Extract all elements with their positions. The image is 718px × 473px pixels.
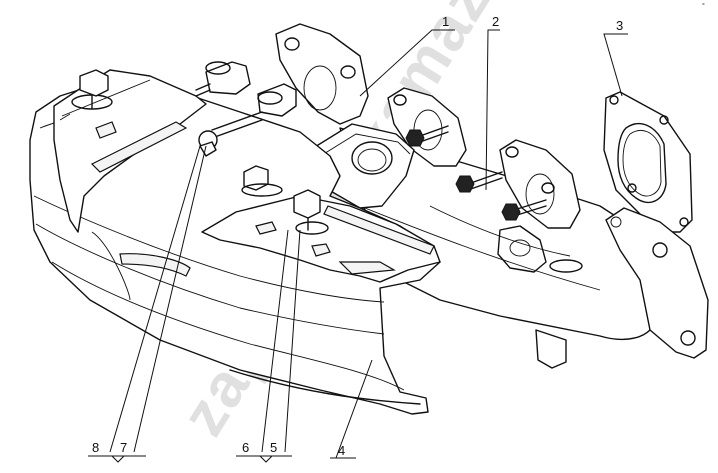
callout-3: 3	[616, 18, 623, 33]
callout-8: 8	[92, 440, 99, 455]
callout-2: 2	[492, 14, 499, 29]
stud-bolts-part-2	[405, 125, 547, 221]
callout-4: 4	[338, 443, 345, 458]
gasket-part-3	[603, 91, 693, 233]
callout-labels: 1 2 3 4 5 6 7 8 °	[92, 2, 705, 458]
heat-shield-part-4	[29, 79, 441, 415]
leader-lines	[88, 29, 628, 463]
corner-mark: °	[702, 2, 705, 10]
exhaust-manifold-part-1	[275, 23, 709, 369]
callout-7: 7	[120, 440, 127, 455]
bolt-and-washer-set-lower	[241, 165, 329, 235]
bolt-and-washer-set-upper	[71, 61, 297, 157]
callout-1: 1	[442, 14, 449, 29]
callout-5: 5	[270, 440, 277, 455]
callout-6: 6	[242, 440, 249, 455]
upper-bracket-plate	[53, 69, 207, 233]
